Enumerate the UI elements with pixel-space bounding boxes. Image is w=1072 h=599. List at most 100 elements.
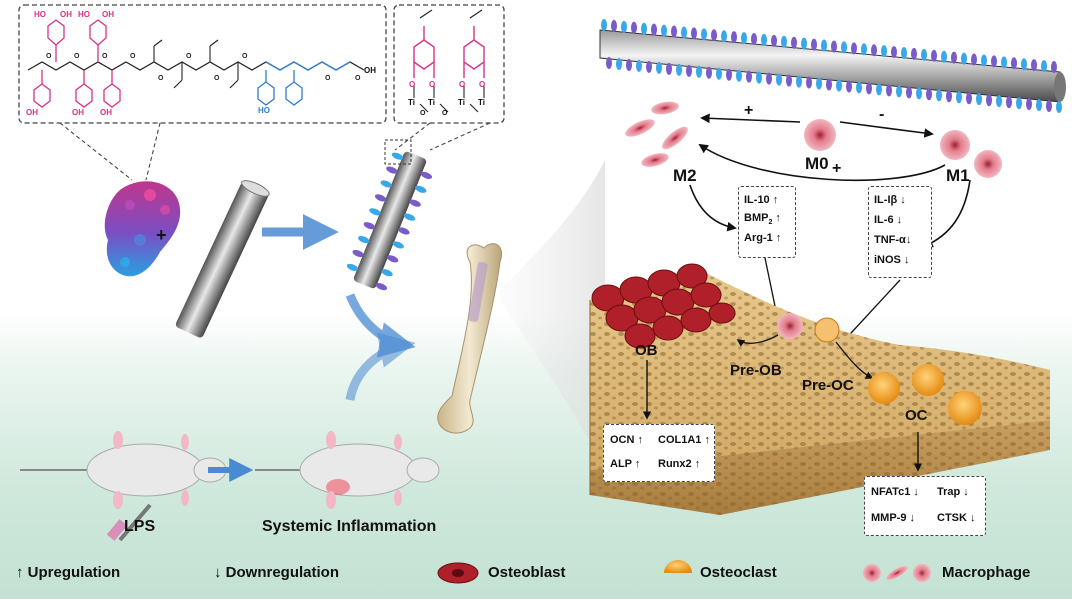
oc-marker-ctsk: CTSK ↓ (937, 512, 976, 524)
m1-marker-tnfa: TNF-α↓ (874, 234, 912, 246)
peptide-spike (646, 60, 652, 73)
peptide-spike (886, 84, 892, 97)
peptide-spike (1046, 100, 1052, 113)
peptide-spike (392, 241, 404, 249)
peptide-box (18, 4, 387, 124)
m2-label: M2 (673, 166, 697, 185)
peptide-spike (656, 61, 662, 74)
m2-marker-arg1: Arg-1 ↑ (744, 232, 782, 244)
peptide-spike (1011, 57, 1017, 70)
peptide-spike (881, 45, 887, 58)
peptide-spike (1056, 101, 1062, 113)
minus-m0-m1: - (879, 106, 885, 123)
peptide-spike (911, 47, 917, 60)
peptide-oh-4: OH (102, 10, 114, 19)
peptide-spike (616, 57, 622, 70)
peptide-spike (791, 36, 797, 49)
osteoblast-layer (591, 263, 736, 349)
pre-oc-cell (814, 317, 840, 343)
svg-text:O: O (355, 75, 361, 82)
peptide-callout-line-left (59, 122, 133, 181)
oc-marker-nfatc1: NFATc1 ↓ (871, 486, 919, 498)
peptide-spike (801, 37, 807, 50)
peptide-spike (671, 25, 677, 38)
peptide-spike (966, 92, 972, 105)
peptide-spike (981, 54, 987, 67)
peptide-spike (1031, 59, 1037, 72)
svg-text:O: O (186, 53, 192, 60)
catechol-o-4: O (479, 80, 486, 89)
arrow-preoc-to-oc (835, 341, 874, 379)
ob-marker-alp: ALP ↑ (610, 458, 641, 470)
peptide-oh-7: OH (100, 108, 112, 117)
peptide-spike (956, 91, 962, 104)
peptide-spike (926, 88, 932, 101)
legend-downregulation: ↓ Downregulation (214, 564, 339, 581)
peptide-spike (916, 87, 922, 100)
catechol-o-2: O (429, 80, 436, 89)
peptide-spike (369, 208, 381, 216)
m1-marker-il6: IL-6 ↓ (874, 214, 903, 226)
peptide-spike (996, 95, 1002, 108)
m1-marker-il1b: IL-Iβ ↓ (874, 194, 906, 206)
peptide-spike (358, 236, 370, 244)
peptide-spike (666, 62, 672, 75)
m0-cell (804, 119, 836, 151)
ob-marker-box: OCN ↑ COL1A1 ↑ ALP ↑ Runx2 ↑ (603, 424, 715, 482)
zoom-cone (500, 160, 605, 470)
peptide-spike (681, 26, 687, 39)
peptide-spike (821, 39, 827, 52)
peptide-spike (1051, 61, 1057, 73)
lps-label: LPS (124, 518, 156, 535)
peptide-spike (381, 269, 393, 277)
peptide-spike (375, 283, 388, 291)
peptide-spike (961, 52, 967, 65)
ob-marker-ocn: OCN ↑ (610, 434, 644, 446)
peptide-spike (661, 24, 667, 37)
peptide-spike (831, 40, 837, 53)
peptide-spike (1021, 58, 1027, 71)
peptide-oh-5: OH (26, 108, 38, 117)
m2-marker-il10: IL-10 ↑ (744, 194, 779, 206)
femur-bone (437, 243, 502, 434)
peptide-spike (861, 43, 867, 56)
peptide-spike (951, 51, 957, 64)
svg-text:O: O (158, 75, 164, 82)
peptide-spike (901, 47, 907, 59)
peptide-spike (631, 21, 637, 34)
peptide-spike (746, 70, 752, 83)
osteoclast-legend-icon (664, 560, 692, 573)
catechol-o-3: O (459, 80, 466, 89)
arrow-m0-to-m1 (839, 121, 934, 138)
peptide-spike (991, 55, 997, 68)
peptide-spike (871, 44, 877, 57)
titanium-rod (175, 180, 270, 338)
ob-label: OB (635, 342, 658, 359)
coated-rod (346, 139, 433, 291)
svg-text:O: O (214, 75, 220, 82)
m1-marker-box: IL-Iβ ↓ IL-6 ↓ TNF-α↓ iNOS ↓ (868, 186, 932, 278)
peptide-spike (856, 81, 862, 94)
svg-text:O: O (130, 53, 136, 60)
peptide-spike (601, 19, 607, 31)
macrophage-cells (625, 101, 1002, 178)
peptide-oh-6: OH (72, 108, 84, 117)
terminal-oh: OH (364, 66, 376, 75)
macrophage-legend-icon (863, 564, 931, 582)
peptide-spike (866, 82, 872, 95)
peptide-spike (711, 29, 717, 42)
peptide-spike (706, 66, 712, 79)
peptide-spike (921, 48, 927, 61)
peptide-spike (716, 67, 722, 80)
peptide-spike (409, 199, 421, 207)
m2-marker-box: IL-10 ↑ BMP2 ↑ Arg-1 ↑ (738, 186, 796, 258)
ob-marker-runx2: Runx2 ↑ (658, 458, 701, 470)
oc-label: OC (905, 407, 928, 424)
dopa-residues (33, 19, 121, 108)
peptide-spike (701, 28, 707, 41)
peptide-spike (796, 75, 802, 88)
arrow-mouse-to-bone (345, 332, 416, 401)
